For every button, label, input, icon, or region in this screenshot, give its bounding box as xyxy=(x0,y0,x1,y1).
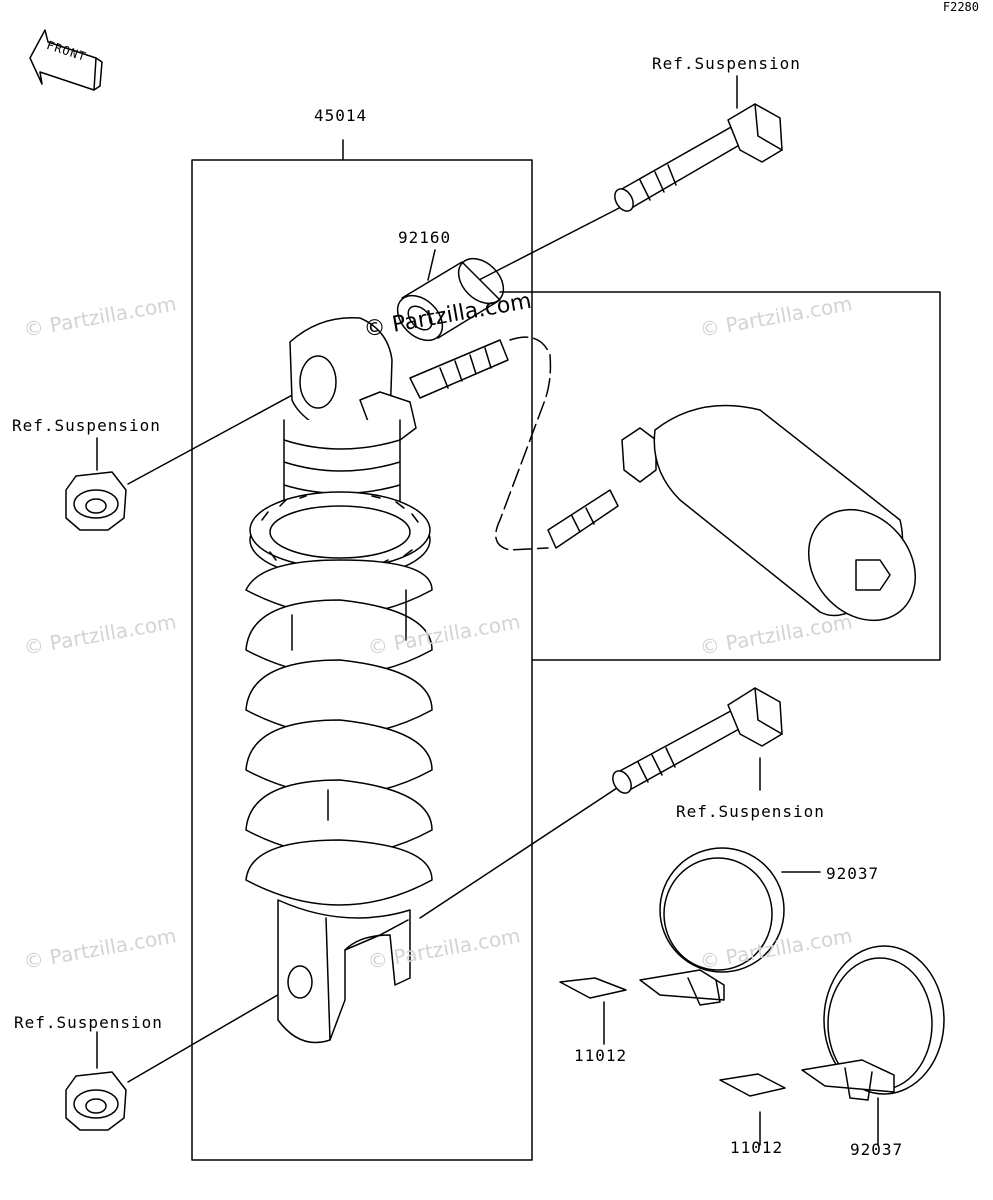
lower-collar-nut xyxy=(65,1071,127,1131)
label-92037-upper: 92037 xyxy=(826,864,880,883)
clamp-lower xyxy=(801,945,945,1101)
label-ref-top-bolt: Ref.Suspension xyxy=(652,54,801,73)
bushing xyxy=(396,257,505,342)
assembly-bracket xyxy=(191,139,533,1161)
reservoir xyxy=(547,404,917,622)
reservoir-callout-box xyxy=(499,291,941,661)
shock-absorber xyxy=(245,316,509,1044)
label-ref-upper-left: Ref.Suspension xyxy=(12,416,161,435)
label-11012-left: 11012 xyxy=(574,1046,628,1065)
label-ref-bottom-bolt: Ref.Suspension xyxy=(676,802,825,821)
upper-collar-nut xyxy=(65,471,127,531)
label-92037-lower: 92037 xyxy=(850,1140,904,1159)
label-92160: 92160 xyxy=(398,228,452,247)
pad-right xyxy=(719,1073,786,1097)
hose-outline xyxy=(495,336,552,551)
front-arrow-icon xyxy=(29,29,103,91)
clamp-upper xyxy=(639,847,785,1006)
bottom-bolt xyxy=(612,687,783,794)
label-11012-right: 11012 xyxy=(730,1138,784,1157)
label-45014: 45014 xyxy=(314,106,368,125)
pad-left xyxy=(559,977,627,999)
top-bolt xyxy=(614,103,783,212)
figure-code: F2280 xyxy=(942,0,979,14)
label-ref-lower-left: Ref.Suspension xyxy=(14,1013,163,1032)
